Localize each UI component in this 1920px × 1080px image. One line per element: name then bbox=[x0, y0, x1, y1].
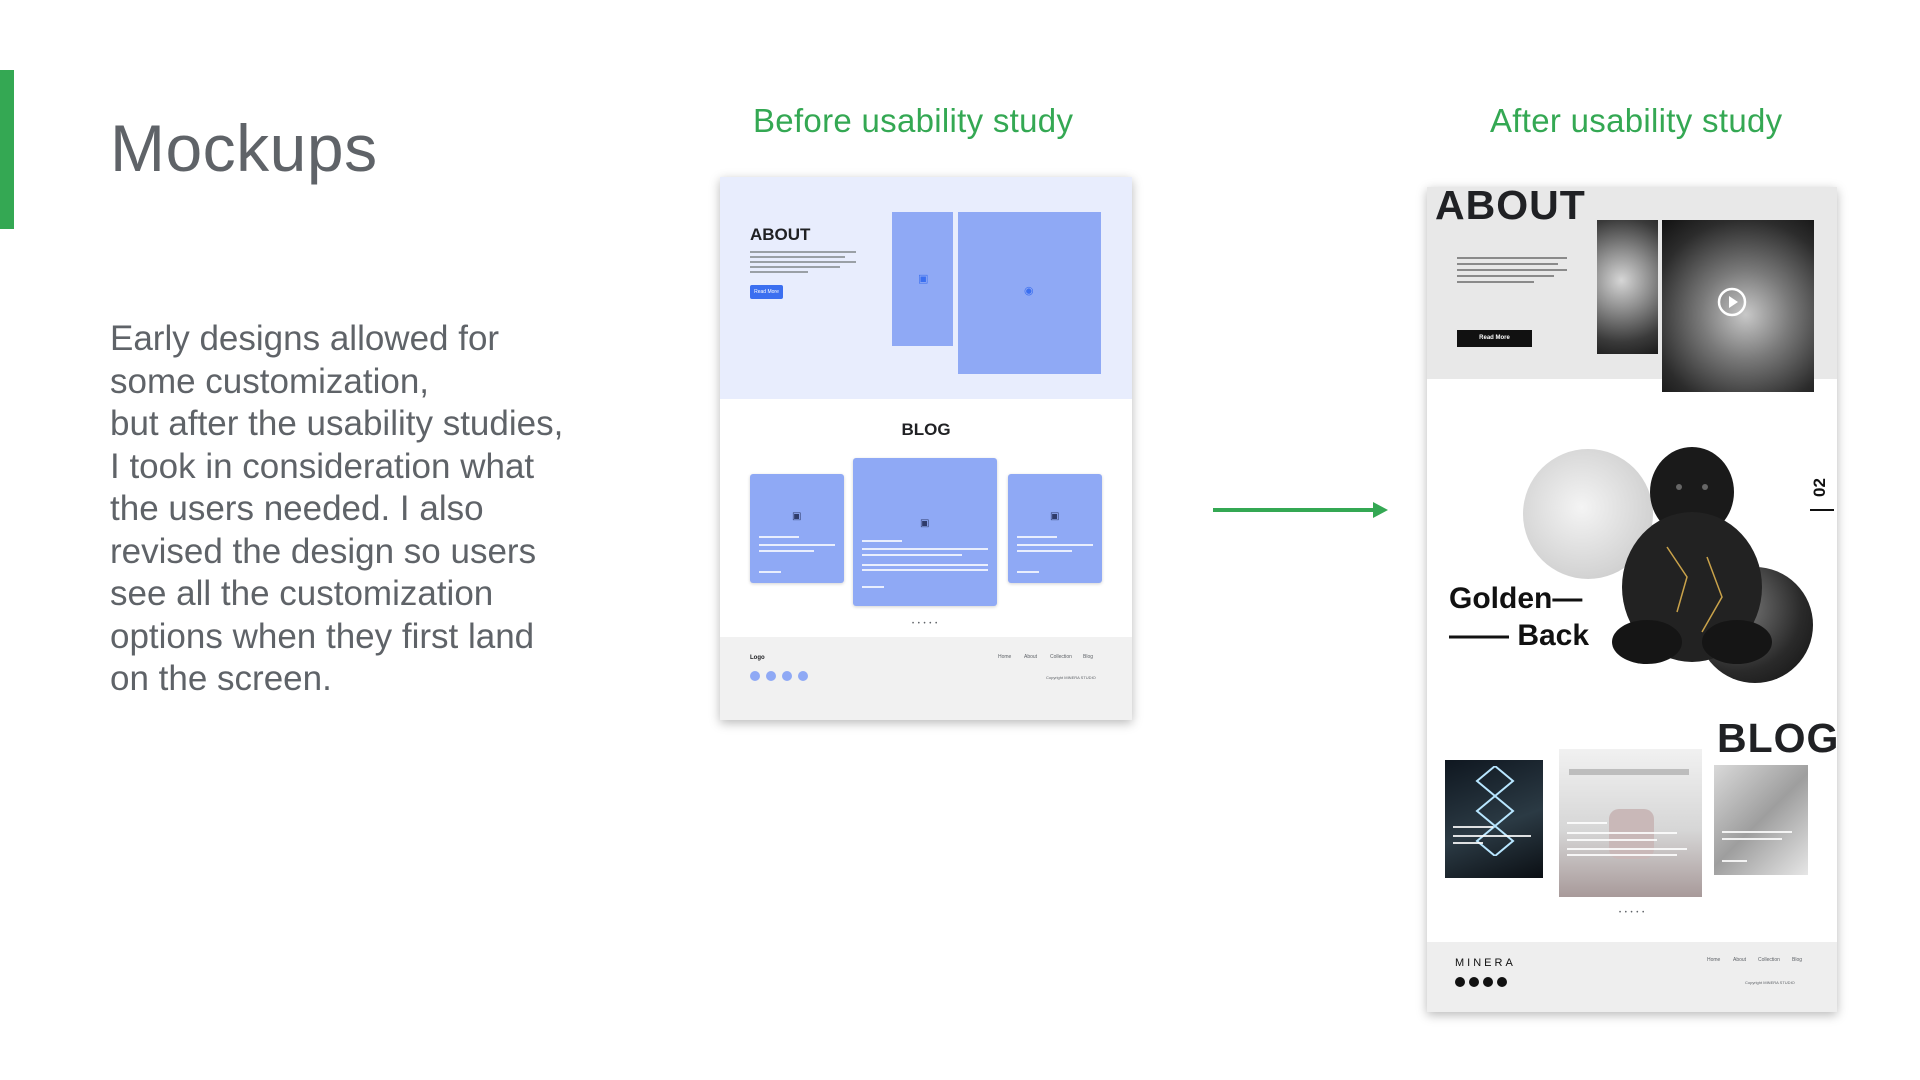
description-line: I took in consideration what bbox=[110, 446, 535, 486]
description-line: the users needed. I also bbox=[110, 489, 484, 528]
footer-copyright: Copyright MINERA STUDIO bbox=[1046, 675, 1096, 680]
social-icon[interactable] bbox=[1469, 977, 1479, 987]
description-line: some customization, bbox=[110, 361, 430, 401]
footer-nav-collection[interactable]: Collection bbox=[1050, 654, 1072, 660]
description-line: options when they first land bbox=[110, 616, 535, 656]
hero-title-line1: Golden— bbox=[1449, 582, 1583, 615]
footer-nav-blog[interactable]: Blog bbox=[1083, 654, 1094, 660]
social-icon[interactable] bbox=[798, 671, 808, 681]
about-paragraph-placeholder bbox=[750, 251, 856, 276]
footer-nav-about[interactable]: About bbox=[1733, 957, 1747, 963]
about-heading: ABOUT bbox=[750, 225, 811, 244]
image-placeholder: ▣ bbox=[892, 212, 953, 346]
carousel-dots[interactable]: • • • • • bbox=[1619, 910, 1646, 916]
footer-nav-about[interactable]: About bbox=[1024, 654, 1038, 660]
about-heading: ABOUT bbox=[1435, 187, 1586, 228]
description-line: see all the customization bbox=[110, 574, 494, 613]
social-icon[interactable] bbox=[782, 671, 792, 681]
blog-card[interactable] bbox=[1714, 765, 1808, 875]
read-more-button[interactable]: Read More bbox=[750, 285, 783, 299]
social-icon[interactable] bbox=[1497, 977, 1507, 987]
footer-copyright: Copyright MINERA STUDIO bbox=[1745, 980, 1795, 985]
slide-description: Early designs allowed for some customiza… bbox=[110, 318, 650, 701]
video-photo[interactable] bbox=[1662, 220, 1814, 392]
image-icon: ▣ bbox=[920, 518, 930, 529]
accent-bar bbox=[0, 70, 14, 229]
image-icon: ▣ bbox=[792, 511, 802, 522]
blog-card[interactable] bbox=[1445, 760, 1543, 878]
description-line: on the screen. bbox=[110, 659, 332, 698]
footer-logo[interactable]: MINERA bbox=[1455, 957, 1516, 969]
blog-card[interactable]: ▣ bbox=[1008, 474, 1102, 583]
social-icon[interactable] bbox=[766, 671, 776, 681]
before-heading: Before usability study bbox=[753, 102, 1074, 139]
image-icon: ▣ bbox=[1050, 511, 1060, 522]
about-paragraph-placeholder bbox=[1457, 257, 1567, 287]
section-number: 02 bbox=[1810, 467, 1837, 517]
image-icon: ▣ bbox=[918, 273, 929, 285]
description-line: Early designs allowed for bbox=[110, 319, 500, 358]
social-icon[interactable] bbox=[750, 671, 760, 681]
carousel-dots[interactable]: • • • • • bbox=[912, 621, 939, 627]
footer-nav-home[interactable]: Home bbox=[1707, 957, 1721, 963]
read-more-button[interactable]: Read More bbox=[1457, 330, 1532, 347]
footer bbox=[1427, 942, 1837, 1012]
footer-nav-blog[interactable]: Blog bbox=[1792, 957, 1803, 963]
play-icon[interactable] bbox=[1717, 287, 1747, 317]
blog-card[interactable]: ▣ bbox=[750, 474, 844, 583]
footer-nav-home[interactable]: Home bbox=[998, 654, 1012, 660]
arrow-right-icon bbox=[1213, 502, 1388, 518]
footer-logo[interactable]: Logo bbox=[750, 655, 765, 661]
blog-card[interactable]: ▣ bbox=[853, 458, 997, 606]
hero-photo bbox=[1597, 220, 1658, 354]
blog-card[interactable] bbox=[1559, 749, 1702, 897]
description-line: revised the design so users bbox=[110, 531, 537, 571]
blog-heading: BLOG bbox=[901, 420, 951, 439]
footer-nav-collection[interactable]: Collection bbox=[1758, 957, 1780, 963]
after-heading: After usability study bbox=[1490, 102, 1783, 139]
crystal-sculpture bbox=[1475, 766, 1515, 856]
description-line: but after the usability studies, bbox=[110, 404, 564, 443]
slide-title: Mockups bbox=[110, 111, 378, 185]
gorilla-sculpture bbox=[1612, 447, 1772, 664]
social-icon[interactable] bbox=[1455, 977, 1465, 987]
before-mockup: ABOUT Read More ▣ ◉ BLOG ▣ ▣ ▣ • • • • •… bbox=[720, 177, 1132, 720]
video-placeholder[interactable]: ◉ bbox=[958, 212, 1101, 374]
social-icon[interactable] bbox=[1483, 977, 1493, 987]
hero-title-line2: —— Back bbox=[1449, 619, 1590, 652]
after-mockup: ABOUT Read More Golden— —— Back 02 BLOG bbox=[1427, 187, 1837, 1012]
play-icon[interactable]: ◉ bbox=[1024, 285, 1034, 297]
blog-heading: BLOG bbox=[1717, 715, 1837, 761]
